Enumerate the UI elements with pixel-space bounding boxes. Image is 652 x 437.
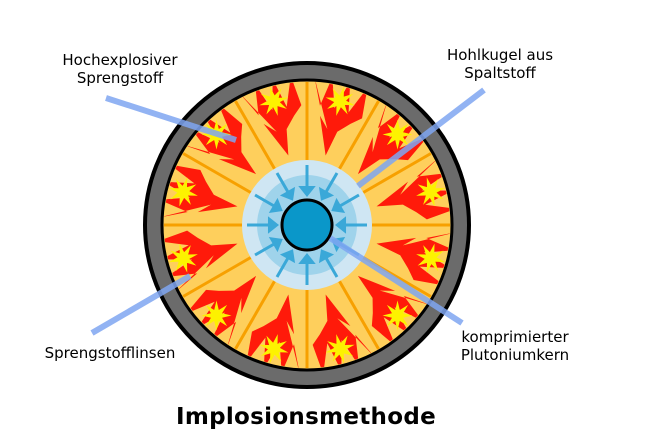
segment-divider (362, 152, 432, 194)
detonator-burst (259, 334, 289, 364)
label-line: Hochexplosiver (62, 51, 178, 69)
plutonium-core (280, 198, 334, 252)
label-line: Spaltstoff (464, 64, 536, 82)
label-line: komprimierter (461, 328, 569, 346)
label-line: Sprengstofflinsen (44, 344, 176, 362)
detonator-burst (416, 177, 446, 207)
leader-high-explosive (105, 95, 237, 143)
label-lenses: Sprengstofflinsen (20, 344, 200, 362)
detonator-burst (201, 300, 232, 331)
detonator-burst (168, 243, 198, 273)
lens-flame (314, 82, 368, 156)
compression-arrow (318, 172, 339, 201)
detonator-burst (325, 334, 355, 364)
lens-flame (312, 294, 376, 368)
leader-lenses (90, 273, 192, 336)
label-high-explosive: Hochexplosiver Sprengstoff (40, 51, 200, 87)
detonator-burst (168, 177, 198, 207)
compression-arrow (298, 165, 316, 197)
compression-arrow (335, 216, 367, 234)
detonator-burst (259, 86, 289, 116)
detonator-burst (325, 86, 355, 116)
label-hollow-sphere: Hohlkugel aus Spaltstoff (420, 46, 580, 82)
detonator-burst (382, 119, 413, 150)
leader-lines (90, 87, 486, 336)
segment-divider (182, 152, 252, 194)
lens-flame (164, 164, 238, 218)
leader-hollow-sphere (356, 87, 486, 189)
diagram-title: Implosionsmethode (175, 404, 436, 430)
detonator-burst (416, 243, 446, 273)
label-line: Sprengstoff (76, 69, 164, 87)
compression-arrow (254, 193, 283, 214)
segment-divider (338, 280, 380, 350)
lens-flame (238, 82, 302, 156)
segment-divider (338, 100, 380, 170)
leader-core (328, 235, 464, 326)
compression-arrow (298, 253, 316, 285)
lens-flame (164, 230, 238, 294)
lens-flame (376, 156, 450, 220)
compression-arrow (247, 216, 279, 234)
compression-arrow (331, 193, 360, 214)
compression-arrow (275, 172, 296, 201)
compression-arrow (275, 249, 296, 278)
lens-flame (376, 232, 450, 286)
segment-divider (234, 100, 276, 170)
compression-arrow (318, 249, 339, 278)
lens-flame (246, 294, 300, 368)
segment-divider (234, 280, 276, 350)
compression-arrow (254, 236, 283, 257)
label-line: Hohlkugel aus (446, 46, 554, 64)
segment-divider (182, 256, 252, 298)
detonator-burst (382, 300, 413, 331)
label-core: komprimierter Plutoniumkern (430, 328, 600, 364)
label-line: Plutoniumkern (460, 346, 570, 364)
explosive-lenses (164, 82, 450, 368)
